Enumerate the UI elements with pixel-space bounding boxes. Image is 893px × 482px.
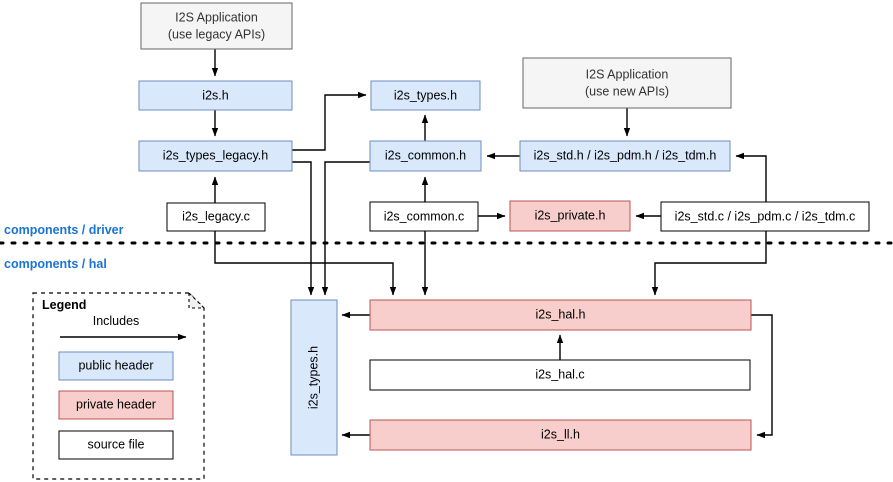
node-i2s-hal-c[interactable]: i2s_hal.c [369, 359, 751, 391]
node-app-legacy[interactable]: I2S Application (use legacy APIs) [140, 2, 293, 50]
node-app-new-line2: (use new APIs) [585, 84, 669, 98]
node-i2s-ll-h-box [369, 419, 752, 451]
node-i2s-std-h[interactable]: i2s_std.h / i2s_pdm.h / i2s_tdm.h [519, 140, 731, 172]
edge-legacyc-halzone [214, 231, 397, 296]
node-i2s-std-c-box [660, 201, 870, 232]
legend-fold-corner [188, 291, 206, 309]
node-i2s-types-h-top-box [370, 80, 481, 111]
node-i2s-types-h-hal-box [290, 299, 338, 456]
node-i2s-common-c-label: i2s_common.c [384, 209, 465, 223]
zone-label-driver: components / driver [4, 223, 124, 237]
node-i2s-types-legacy-h-label: i2s_types_legacy.h [163, 148, 268, 162]
legend-label-source: source file [88, 437, 145, 451]
node-i2s-std-c-label: i2s_std.c / i2s_pdm.c / i2s_tdm.c [675, 209, 856, 223]
node-i2s-types-h-hal-label: i2s_types.h [306, 346, 320, 409]
zone-label-hal: components / hal [4, 257, 107, 271]
legend-item-source: source file [58, 430, 174, 460]
node-app-legacy-line2: (use legacy APIs) [168, 27, 265, 41]
edge-stdc-halh [651, 231, 767, 296]
legend-item-private: private header [58, 390, 174, 420]
legend-swatch-source [58, 430, 174, 460]
node-app-new-line1: I2S Application [586, 67, 669, 81]
node-i2s-legacy-c-label: i2s_legacy.c [182, 209, 250, 223]
legend-swatch-private [58, 390, 174, 420]
edge-stdc-stdh [735, 152, 767, 202]
node-i2s-types-h-hal[interactable]: i2s_types.h [290, 299, 338, 456]
node-i2s-common-c-box [369, 201, 479, 232]
node-i2s-hal-c-label: i2s_hal.c [535, 367, 584, 381]
node-i2s-private-h-box [509, 200, 631, 232]
edge-typeslegacy-types [292, 91, 367, 151]
node-i2s-common-c[interactable]: i2s_common.c [369, 201, 479, 232]
edge-typeslegacy-typeshal [292, 161, 315, 296]
node-i2s-hal-h-box [369, 299, 752, 331]
node-i2s-types-legacy-h[interactable]: i2s_types_legacy.h [138, 140, 293, 172]
node-i2s-hal-c-box [369, 359, 751, 391]
legend-item-public: public header [58, 351, 174, 381]
legend-label-private: private header [76, 397, 156, 411]
node-i2s-types-h-top[interactable]: i2s_types.h [370, 80, 481, 111]
node-i2s-h-box [138, 80, 293, 111]
node-i2s-types-h-top-label: i2s_types.h [394, 88, 457, 102]
edge-commonh-typeshal [321, 161, 370, 296]
legend-label-public: public header [78, 358, 153, 372]
node-i2s-common-h[interactable]: i2s_common.h [369, 140, 482, 172]
node-i2s-ll-h[interactable]: i2s_ll.h [369, 419, 752, 451]
node-i2s-ll-h-label: i2s_ll.h [541, 427, 580, 441]
node-app-new[interactable]: I2S Application (use new APIs) [522, 57, 732, 109]
node-i2s-hal-h-label: i2s_hal.h [535, 307, 585, 321]
node-i2s-private-h-label: i2s_private.h [535, 208, 606, 222]
node-i2s-legacy-c[interactable]: i2s_legacy.c [166, 202, 266, 232]
node-i2s-legacy-c-box [166, 202, 266, 232]
connector-layer [211, 49, 773, 439]
node-i2s-private-h[interactable]: i2s_private.h [509, 200, 631, 232]
node-i2s-std-h-label: i2s_std.h / i2s_pdm.h / i2s_tdm.h [534, 148, 717, 162]
node-i2s-common-h-box [369, 140, 482, 172]
edge-halh-llh [751, 314, 773, 439]
node-i2s-h[interactable]: i2s.h [138, 80, 293, 111]
legend: Legend Includes public header private he… [32, 291, 206, 480]
legend-includes-label: Includes [93, 314, 140, 328]
node-app-legacy-box [140, 2, 293, 50]
node-app-new-box [522, 57, 732, 109]
legend-swatch-public [58, 351, 174, 381]
node-i2s-types-legacy-h-box [138, 140, 293, 172]
node-i2s-std-c[interactable]: i2s_std.c / i2s_pdm.c / i2s_tdm.c [660, 201, 870, 232]
node-i2s-hal-h[interactable]: i2s_hal.h [369, 299, 752, 331]
node-app-legacy-line1: I2S Application [175, 10, 258, 24]
legend-title: Legend [42, 298, 86, 312]
node-i2s-h-label: i2s.h [202, 88, 228, 102]
node-i2s-std-h-box [519, 140, 731, 172]
node-i2s-common-h-label: i2s_common.h [385, 148, 466, 162]
